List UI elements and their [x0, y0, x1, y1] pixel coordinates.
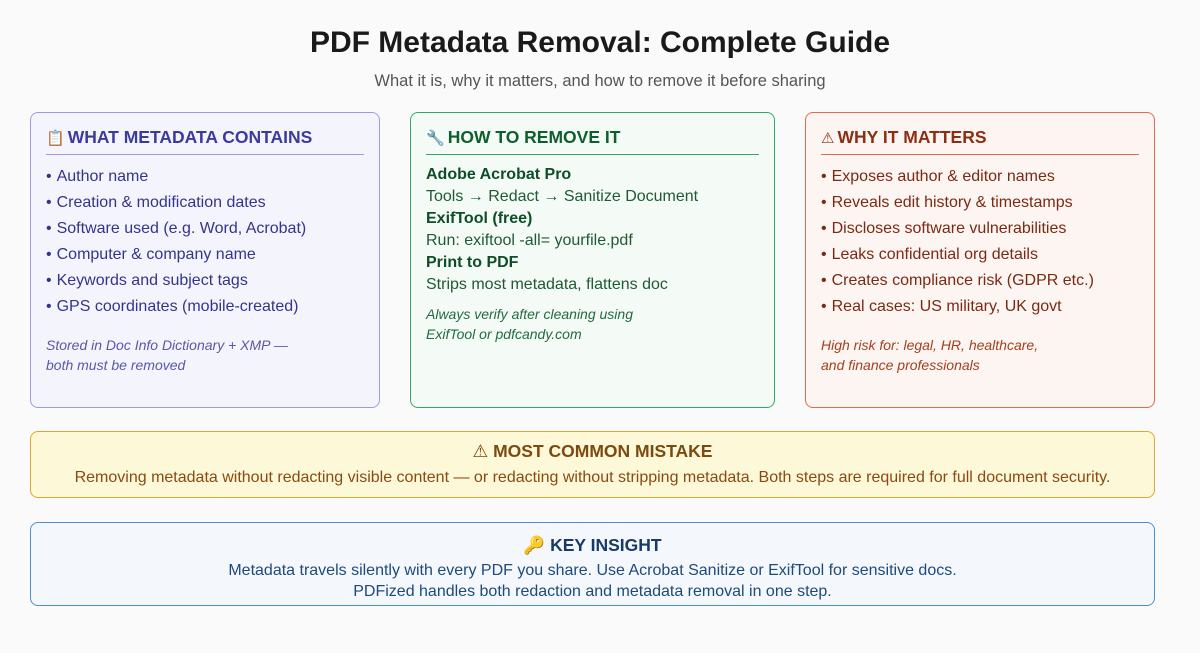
why-note: High risk for: legal, HR, healthcare, an…: [821, 335, 1139, 375]
insight-line: Metadata travels silently with every PDF…: [228, 562, 957, 579]
note-line: High risk for: legal, HR, healthcare,: [821, 337, 1039, 353]
list-item: Leaks confidential org details: [821, 242, 1139, 268]
method-desc: Tools → Redact → Sanitize Document: [426, 188, 699, 205]
remove-card-header: 🔧HOW TO REMOVE IT: [426, 127, 759, 155]
metadata-card-header: 📋WHAT METADATA CONTAINS: [46, 127, 364, 155]
why-card-header: ⚠WHY IT MATTERS: [821, 127, 1139, 155]
warning-icon: ⚠: [821, 130, 835, 147]
warning-icon: ⚠: [472, 441, 489, 461]
why-it-matters-card: ⚠WHY IT MATTERS Exposes author & editor …: [805, 112, 1155, 408]
mistake-header: ⚠ MOST COMMON MISTAKE: [31, 441, 1154, 462]
list-item: Keywords and subject tags: [46, 268, 364, 294]
method-exiftool: ExifTool (free) Run: exiftool -all= your…: [426, 208, 759, 252]
method-name: Print to PDF: [426, 254, 519, 271]
metadata-note: Stored in Doc Info Dictionary + XMP — bo…: [46, 335, 364, 375]
how-to-remove-card: 🔧HOW TO REMOVE IT Adobe Acrobat Pro Tool…: [410, 112, 775, 408]
insight-line: PDFized handles both redaction and metad…: [353, 583, 832, 600]
why-list: Exposes author & editor names Reveals ed…: [821, 164, 1139, 320]
common-mistake-banner: ⚠ MOST COMMON MISTAKE Removing metadata …: [30, 431, 1155, 498]
list-item: Reveals edit history & timestamps: [821, 190, 1139, 216]
page-title: PDF Metadata Removal: Complete Guide: [309, 26, 891, 59]
note-line: and finance professionals: [821, 357, 980, 373]
list-item: GPS coordinates (mobile-created): [46, 294, 364, 320]
list-item: Exposes author & editor names: [821, 164, 1139, 190]
method-acrobat: Adobe Acrobat Pro Tools → Redact → Sanit…: [426, 164, 759, 208]
mistake-title: MOST COMMON MISTAKE: [493, 441, 713, 461]
mistake-text: Removing metadata without redacting visi…: [74, 469, 1111, 486]
method-print-to-pdf: Print to PDF Strips most metadata, flatt…: [426, 252, 759, 296]
note-line: both must be removed: [46, 357, 186, 373]
method-desc: Run: exiftool -all= yourfile.pdf: [426, 232, 633, 249]
list-item: Discloses software vulnerabilities: [821, 216, 1139, 242]
metadata-contents-card: 📋WHAT METADATA CONTAINS Author name Crea…: [30, 112, 380, 408]
insight-title: KEY INSIGHT: [550, 535, 662, 555]
remove-note: Always verify after cleaning using ExifT…: [426, 304, 759, 344]
insight-text: Metadata travels silently with every PDF…: [31, 560, 1154, 602]
list-item: Creation & modification dates: [46, 190, 364, 216]
note-line: Stored in Doc Info Dictionary + XMP —: [46, 337, 288, 353]
clipboard-icon: 📋: [46, 130, 65, 147]
list-item: Author name: [46, 164, 364, 190]
page-subtitle: What it is, why it matters, and how to r…: [374, 72, 826, 90]
why-card-title: WHY IT MATTERS: [837, 127, 987, 147]
key-insight-banner: 🔑 KEY INSIGHT Metadata travels silently …: [30, 522, 1155, 606]
metadata-card-title: WHAT METADATA CONTAINS: [67, 127, 313, 147]
metadata-list: Author name Creation & modification date…: [46, 164, 364, 320]
key-icon: 🔑: [523, 535, 546, 555]
list-item: Software used (e.g. Word, Acrobat): [46, 216, 364, 242]
note-line: ExifTool or pdfcandy.com: [426, 326, 582, 342]
list-item: Computer & company name: [46, 242, 364, 268]
wrench-icon: 🔧: [426, 130, 445, 147]
note-line: Always verify after cleaning using: [426, 306, 633, 322]
list-item: Creates compliance risk (GDPR etc.): [821, 268, 1139, 294]
method-name: Adobe Acrobat Pro: [426, 166, 572, 183]
insight-header: 🔑 KEY INSIGHT: [31, 535, 1154, 556]
method-name: ExifTool (free): [426, 210, 533, 227]
list-item: Real cases: US military, UK govt: [821, 294, 1139, 320]
remove-card-title: HOW TO REMOVE IT: [447, 127, 621, 147]
method-desc: Strips most metadata, flattens doc: [426, 276, 668, 293]
